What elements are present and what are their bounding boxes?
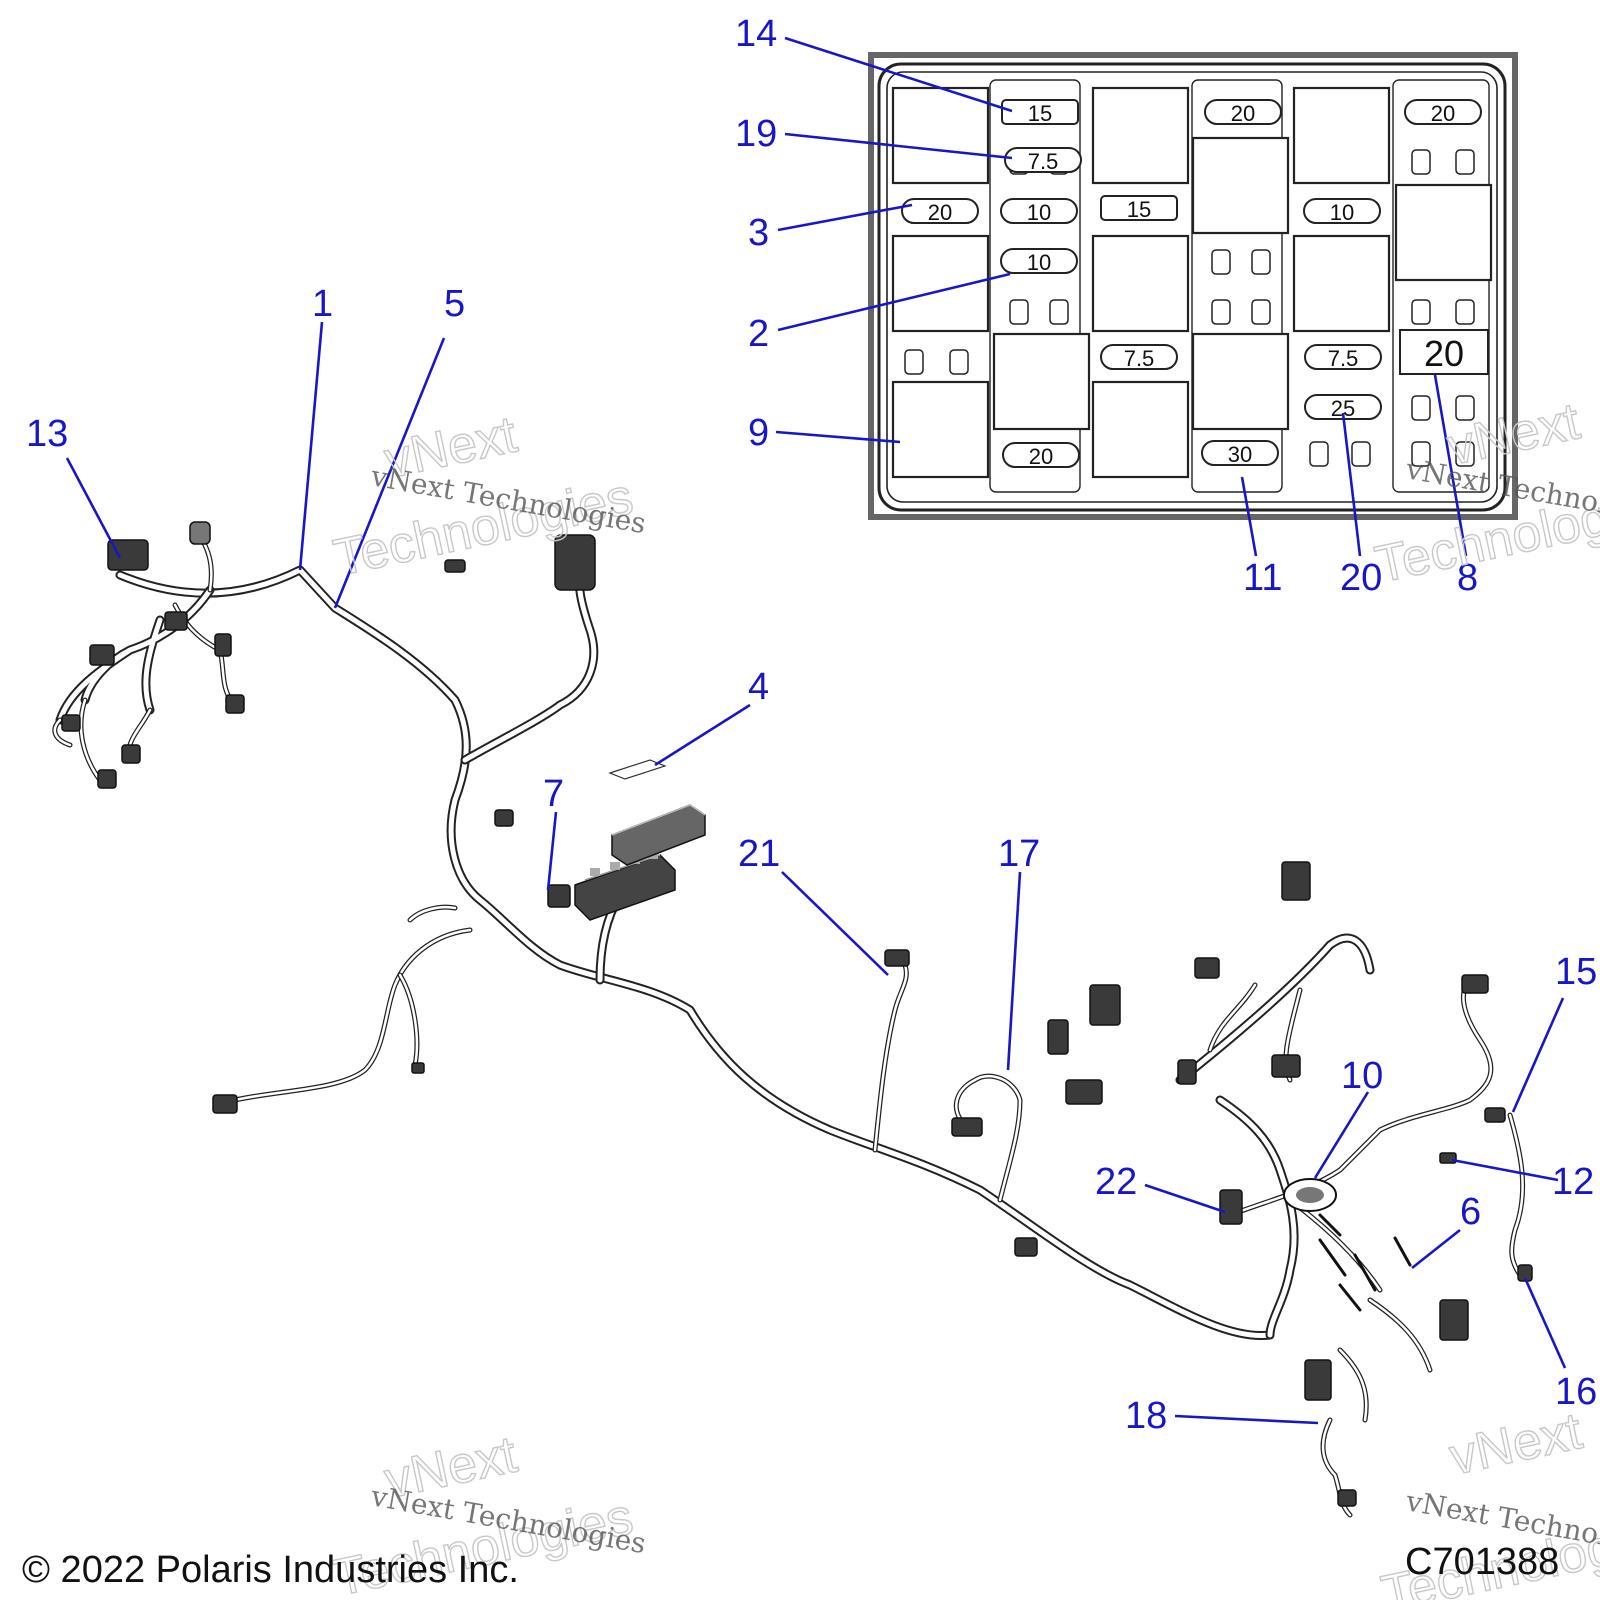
callout-7: 7: [543, 773, 564, 891]
fuse-7-5-upper: 7.5: [1004, 147, 1082, 174]
callout-3: 3: [748, 203, 913, 254]
fuse-30: 30: [1201, 440, 1279, 467]
svg-text:15: 15: [1028, 101, 1052, 126]
callout-21: 21: [738, 833, 889, 976]
callout-1: 1: [298, 283, 333, 571]
svg-text:16: 16: [1555, 1371, 1597, 1413]
fuse-15-top: 15: [1001, 99, 1079, 126]
label-decal-4: [608, 759, 667, 780]
watermarks: vNext Technologies vNext Technologies vN…: [328, 392, 1600, 1600]
svg-text:2: 2: [748, 313, 769, 355]
fuse-20-col6-top: 20: [1404, 99, 1482, 126]
svg-text:5: 5: [444, 283, 465, 325]
svg-text:7: 7: [543, 773, 564, 815]
callout-5: 5: [333, 283, 465, 609]
svg-text:10: 10: [1330, 200, 1354, 225]
fuse-20-maxi: 20: [1399, 329, 1489, 375]
callout-11: 11: [1240, 476, 1282, 599]
copyright-text: © 2022 Polaris Industries Inc.: [22, 1549, 519, 1591]
callout-22: 22: [1095, 1161, 1226, 1214]
callout-20: 20: [1340, 412, 1382, 599]
screws-6: [1318, 1213, 1412, 1312]
fuse-7-5-right: 7.5: [1304, 344, 1382, 371]
svg-text:3: 3: [748, 212, 769, 254]
callout-14: 14: [735, 13, 1013, 113]
callout-13: 13: [26, 413, 122, 559]
svg-text:18: 18: [1125, 1395, 1167, 1437]
svg-text:20: 20: [1029, 444, 1053, 469]
callout-8: 8: [1433, 374, 1478, 599]
fuse-10-lower: 10: [1000, 248, 1078, 275]
grommet-10: [1283, 1178, 1337, 1212]
svg-text:7.5: 7.5: [1124, 346, 1155, 371]
callout-10: 10: [1313, 1055, 1383, 1179]
svg-text:20: 20: [928, 200, 952, 225]
callout-12: 12: [1451, 1158, 1594, 1203]
svg-text:11: 11: [1243, 557, 1282, 599]
fuse-10-upper: 10: [1000, 198, 1078, 225]
callout-16: 16: [1523, 1277, 1597, 1413]
svg-text:21: 21: [738, 833, 780, 875]
harness-connectors: [61, 521, 1533, 1507]
svg-text:13: 13: [26, 413, 68, 455]
callouts: 14 19 3 2 9 1 5 13: [26, 13, 1597, 1437]
svg-text:7.5: 7.5: [1028, 149, 1059, 174]
svg-text:20: 20: [1424, 333, 1464, 374]
svg-text:20: 20: [1431, 101, 1455, 126]
svg-text:7.5: 7.5: [1328, 346, 1359, 371]
wiring-harness: [52, 532, 1526, 1518]
svg-text:8: 8: [1457, 557, 1478, 599]
svg-text:17: 17: [998, 833, 1040, 875]
fuse-20-col4-top: 20: [1204, 99, 1282, 126]
callout-18: 18: [1125, 1395, 1319, 1437]
callout-9: 9: [748, 412, 901, 454]
svg-text:1: 1: [312, 283, 333, 325]
fuse-box: 15 20 20 7.5 20 10 15 10: [868, 52, 1518, 520]
callout-6: 6: [1411, 1191, 1481, 1270]
callout-2: 2: [748, 272, 1011, 355]
svg-text:10: 10: [1341, 1055, 1383, 1097]
callout-19: 19: [735, 113, 1013, 160]
svg-text:12: 12: [1552, 1161, 1594, 1203]
svg-text:15: 15: [1127, 197, 1151, 222]
fuse-20-bottom: 20: [1002, 442, 1080, 469]
part-code: C701388: [1405, 1541, 1559, 1583]
svg-text:20: 20: [1340, 557, 1382, 599]
fuse-7-5-mid: 7.5: [1100, 344, 1178, 371]
callout-4: 4: [654, 666, 769, 767]
callout-15: 15: [1511, 951, 1597, 1113]
svg-text:4: 4: [748, 666, 769, 708]
fuse-15-mid: 15: [1100, 195, 1178, 222]
callout-17: 17: [998, 833, 1040, 1071]
svg-text:20: 20: [1231, 101, 1255, 126]
svg-text:6: 6: [1460, 1191, 1481, 1233]
svg-text:30: 30: [1228, 442, 1252, 467]
fuse-20-left: 20: [901, 198, 979, 225]
relays: [891, 86, 1493, 479]
svg-text:9: 9: [748, 412, 769, 454]
svg-text:10: 10: [1027, 250, 1051, 275]
svg-text:14: 14: [735, 13, 777, 55]
fuse-10-right: 10: [1303, 198, 1381, 225]
fuse-cover-4: [611, 804, 706, 866]
svg-text:22: 22: [1095, 1161, 1137, 1203]
svg-text:19: 19: [735, 113, 777, 155]
svg-text:10: 10: [1027, 200, 1051, 225]
svg-text:15: 15: [1555, 951, 1597, 993]
svg-text:vNext: vNext: [1445, 1402, 1588, 1486]
